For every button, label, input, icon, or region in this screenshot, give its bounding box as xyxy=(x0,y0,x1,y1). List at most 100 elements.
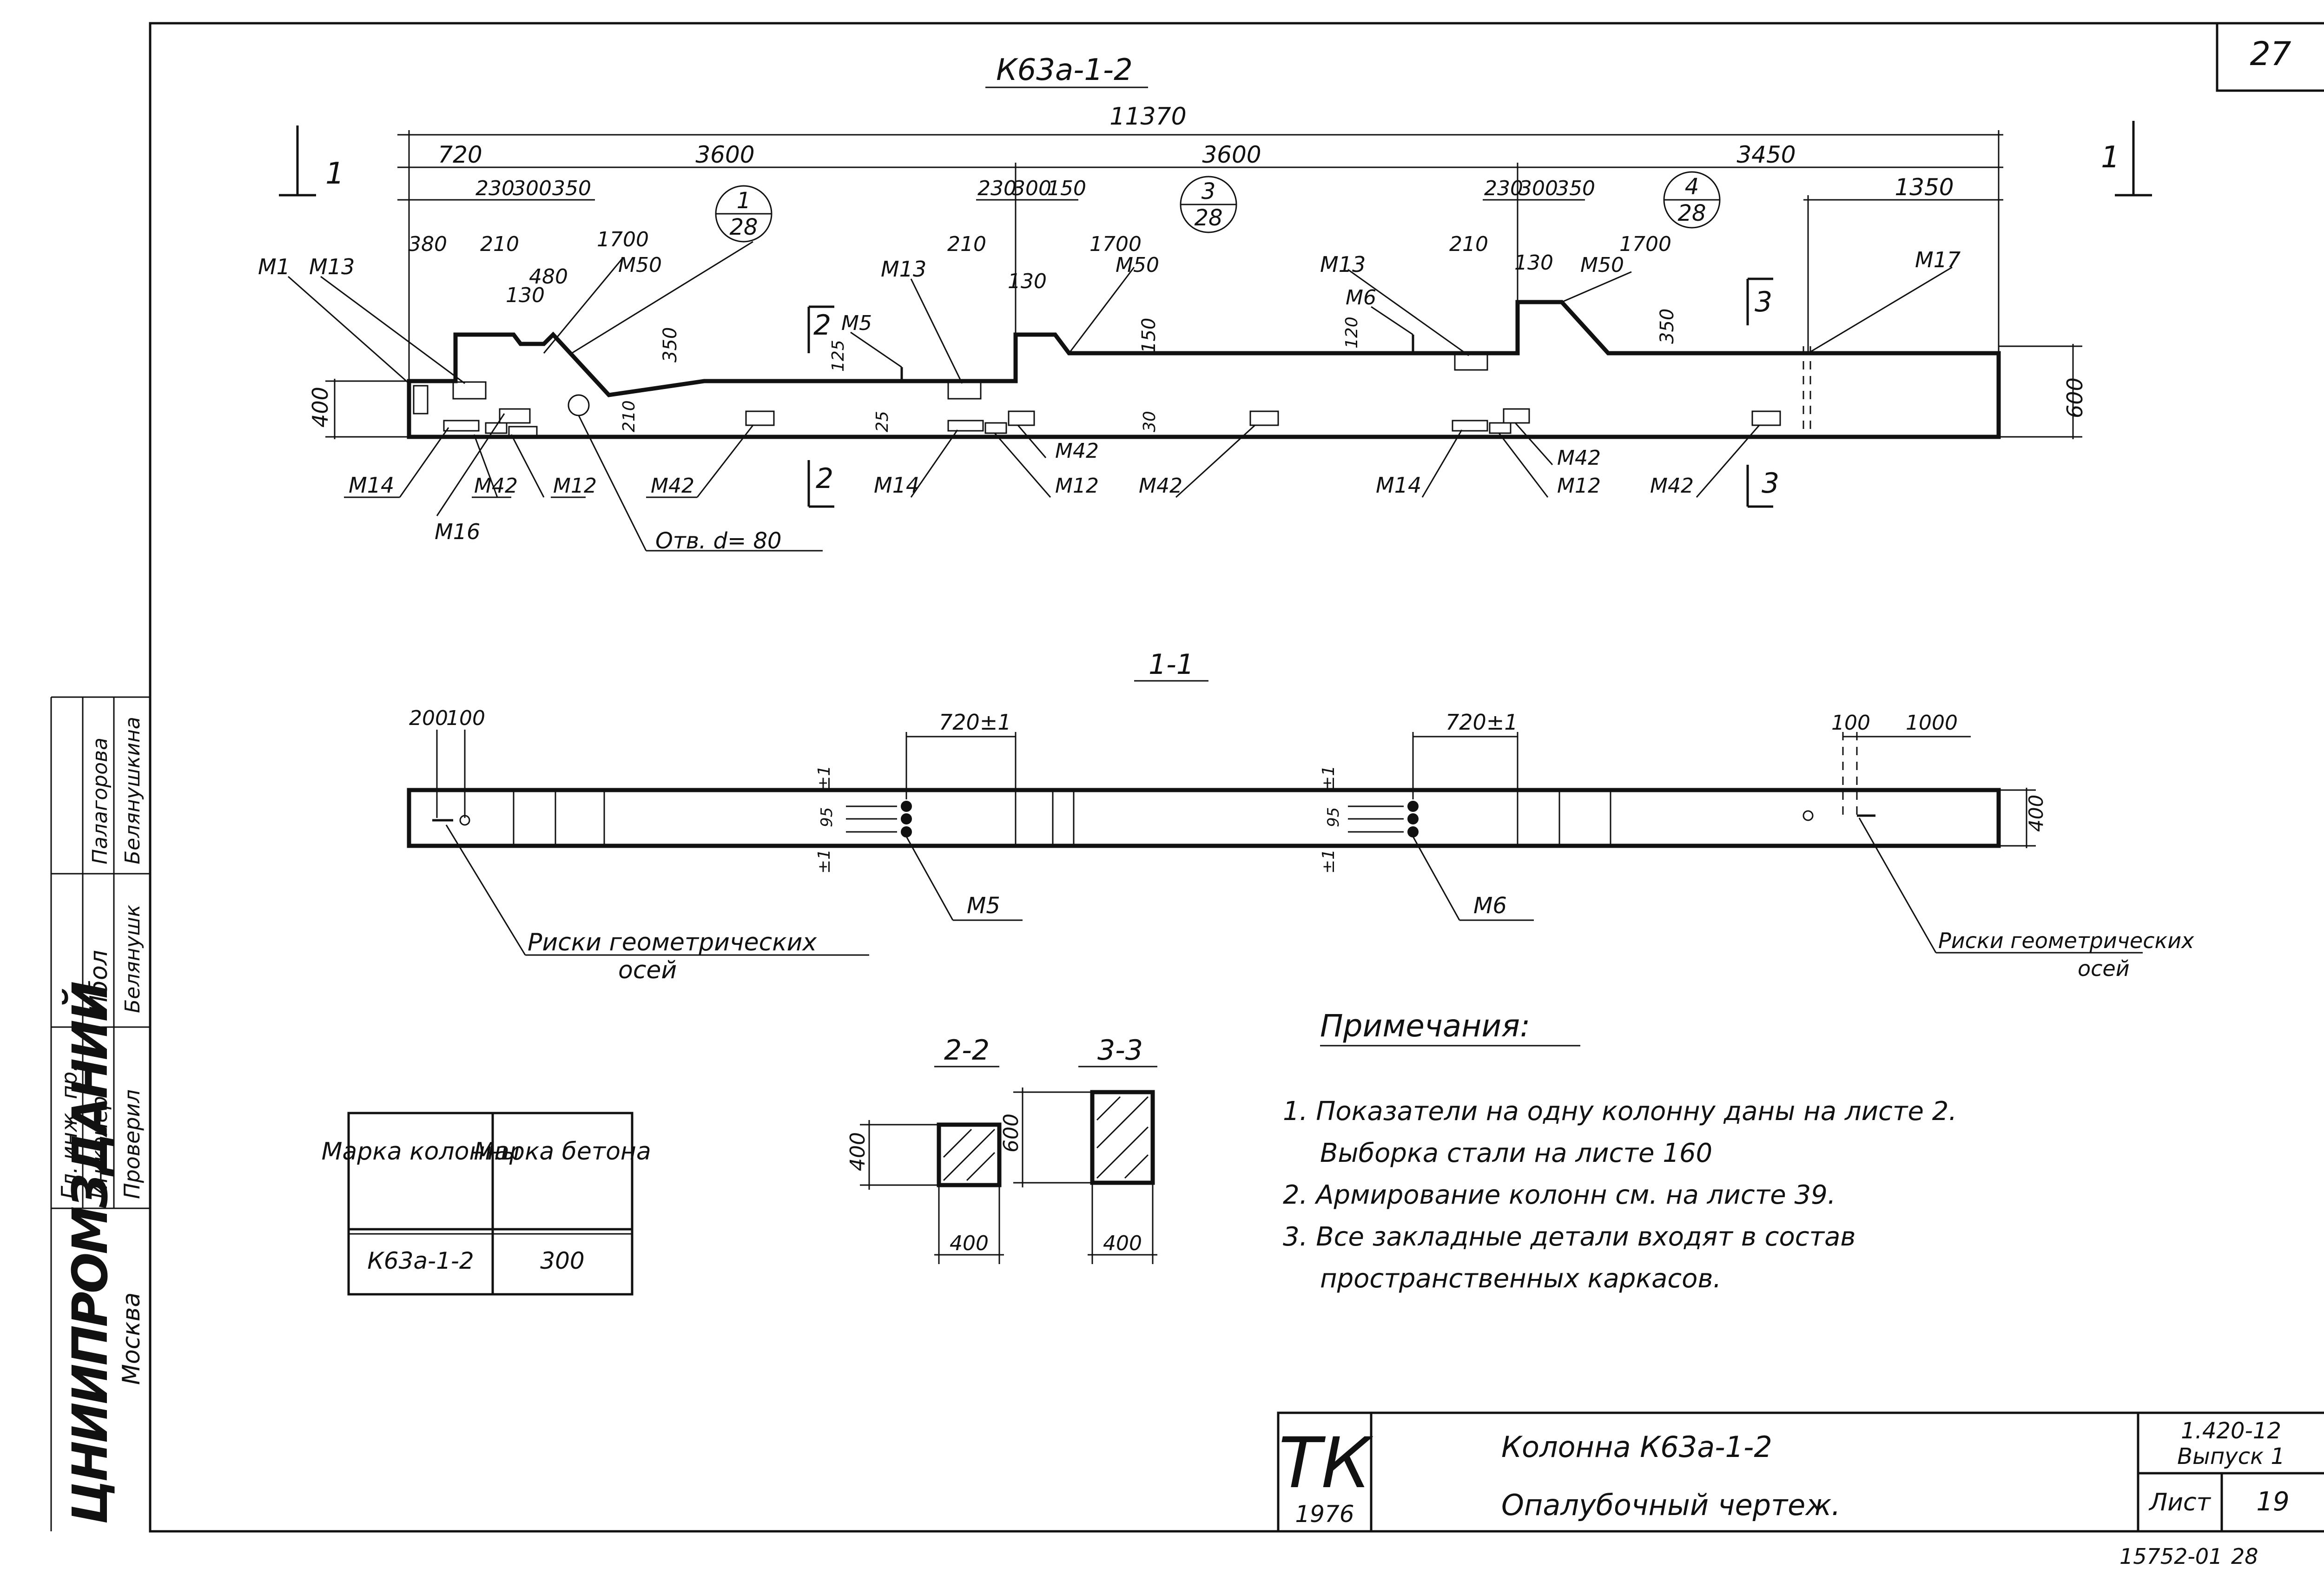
section-1-1-leaders xyxy=(445,817,2143,956)
svg-text:2: 2 xyxy=(813,309,831,342)
section-3-3-rect xyxy=(1090,1090,1155,1185)
section-1-1-label: М6 xyxy=(1473,893,1507,919)
axis-marks-note: осей xyxy=(2078,956,2130,981)
dim-misc: 400 xyxy=(308,387,333,428)
title-block-name: Опалубочный чертеж. xyxy=(1501,1488,1841,1522)
detail-callout: 4 28 xyxy=(1663,171,1721,229)
dim-misc: 25 xyxy=(873,411,892,432)
dim-misc: 130 xyxy=(1008,270,1047,293)
note-line: 2. Армирование колонн см. на листе 39. xyxy=(1283,1180,1836,1210)
left-strip-signature: Ибол xyxy=(85,950,113,1013)
bottom-label: М42 xyxy=(1557,446,1601,470)
svg-text:2: 2 xyxy=(816,462,833,495)
bottom-label: М12 xyxy=(1055,474,1099,498)
top-label: М17 xyxy=(1915,247,1961,272)
axis-marks-note: Риски геометрических xyxy=(1938,928,2194,953)
section-1-1-dim: 720±1 xyxy=(939,710,1011,735)
svg-text:3: 3 xyxy=(1755,286,1772,318)
dim-sub: 150 xyxy=(1047,177,1086,200)
dim-misc: 1700 xyxy=(597,228,649,251)
note-line: пространственных каркасов. xyxy=(1320,1264,1721,1294)
dim-top: 1350 xyxy=(1895,174,1954,201)
sheet-corner-number: 27 xyxy=(2250,35,2291,73)
title-block xyxy=(1277,1411,2324,1533)
table-cell: К63а-1-2 xyxy=(367,1247,474,1274)
bottom-label: М42 xyxy=(651,474,694,498)
svg-text:28: 28 xyxy=(1677,200,1706,226)
left-strip: Гл. инж. пр. Инженер Проверил Ибол Белян… xyxy=(50,696,150,1531)
column-outline xyxy=(407,300,2001,439)
footer-code: 15752-01 xyxy=(2119,1544,2222,1569)
section-2-2-width: 400 xyxy=(950,1232,989,1255)
dim-sub: 230 xyxy=(977,177,1017,200)
section-1-1-dim: 100 xyxy=(446,706,485,730)
dim-misc: 150 xyxy=(1138,318,1160,353)
bottom-leaders xyxy=(344,413,1760,552)
left-strip-signature: Белянушк xyxy=(121,904,145,1013)
section-2-2-title: 2-2 xyxy=(944,1034,990,1067)
title-block-series: 1.420-12 xyxy=(2181,1418,2281,1444)
dim-misc: 480 xyxy=(529,265,568,289)
section-cut-markers: 1 1 2 2 3 3 xyxy=(279,121,2152,508)
svg-text:4: 4 xyxy=(1685,174,1699,200)
bottom-label: М42 xyxy=(1055,439,1099,463)
section-1-1-dim: 400 xyxy=(2025,795,2047,832)
embedded-plates xyxy=(413,335,1781,437)
main-view-title: К63а-1-2 xyxy=(996,53,1133,87)
dim-top: 3450 xyxy=(1736,141,1796,168)
section-3-3-width: 400 xyxy=(1103,1232,1142,1255)
bottom-label: М14 xyxy=(874,473,919,498)
section-3-3-hatch xyxy=(1096,1096,1149,1179)
dim-misc: 600 xyxy=(2062,377,2087,418)
dim-top: 3600 xyxy=(695,141,754,168)
section-1-1-dim: 720±1 xyxy=(1446,710,1518,735)
dim-misc: 1700 xyxy=(1619,232,1671,256)
svg-text:1: 1 xyxy=(2101,140,2120,175)
title-block-logo: ТК xyxy=(1279,1423,1373,1504)
bottom-label: М42 xyxy=(474,474,518,498)
svg-text:3: 3 xyxy=(1762,467,1779,500)
dim-misc: 210 xyxy=(1449,232,1488,256)
sheet-corner-box xyxy=(2216,22,2324,92)
svg-text:1: 1 xyxy=(737,188,751,214)
svg-text:3: 3 xyxy=(1202,178,1216,204)
top-label: М6 xyxy=(1346,286,1376,310)
section-3-3-title: 3-3 xyxy=(1097,1034,1143,1067)
bottom-label: М14 xyxy=(1376,473,1421,498)
section-1-1-title: 1-1 xyxy=(1149,648,1194,681)
table-cell: 300 xyxy=(540,1247,584,1274)
top-label: М5 xyxy=(841,311,872,335)
bottom-label: М14 xyxy=(349,473,394,498)
outer-frame xyxy=(149,22,2324,1533)
note-line: Выборка стали на листе 160 xyxy=(1320,1138,1712,1168)
section-1-1-label: М5 xyxy=(967,893,1000,919)
table-header-col2: Марка бетона xyxy=(474,1138,651,1166)
detail-callout: 1 28 xyxy=(715,185,772,243)
section-1-1-dim: ±1 xyxy=(815,849,834,874)
bottom-label: М16 xyxy=(435,519,480,544)
table-header-col1: Марка колонны xyxy=(322,1138,520,1166)
section-1-1-dim: 200 xyxy=(409,706,448,730)
left-strip-role: Проверил xyxy=(119,1089,145,1199)
section-1-1-dim: ±1 xyxy=(815,765,834,790)
section-1-1-studs xyxy=(901,801,1419,837)
title-block-sheet-label: Лист xyxy=(2148,1489,2211,1516)
dim-misc: 210 xyxy=(480,232,519,256)
dim-misc: 30 xyxy=(1140,411,1159,432)
top-leaders xyxy=(288,241,1953,384)
axis-marks-note: осей xyxy=(618,956,677,984)
top-label: М13 xyxy=(881,257,926,282)
notes-title: Примечания: xyxy=(1320,1008,1530,1044)
dim-misc: 210 xyxy=(620,400,639,432)
section-1-1-inner-lines xyxy=(432,790,1875,846)
dim-misc: 1700 xyxy=(1089,232,1142,256)
top-label: М50 xyxy=(618,253,662,277)
top-label: М13 xyxy=(309,254,355,279)
section-1-1-dim: ±1 xyxy=(1319,849,1338,874)
section-2-2-hatch xyxy=(943,1128,996,1181)
detail-callout: 3 28 xyxy=(1180,176,1237,233)
marks-table xyxy=(347,1112,634,1296)
dim-sub: 230 xyxy=(475,177,515,200)
dim-sub: 300 xyxy=(1012,177,1051,200)
note-line: 1. Показатели на одну колонну даны на ли… xyxy=(1283,1096,1957,1127)
